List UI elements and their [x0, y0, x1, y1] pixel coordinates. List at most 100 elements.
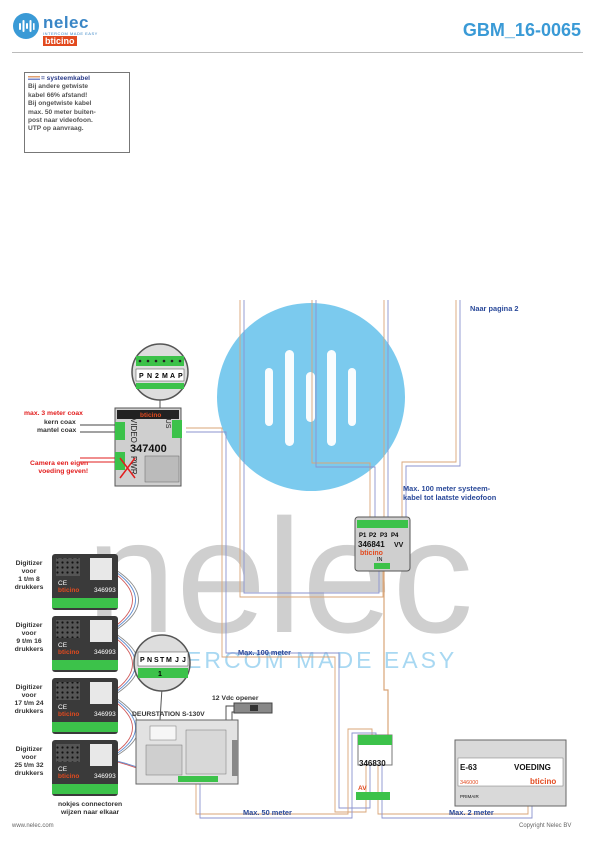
logo-brand: bticino — [43, 36, 77, 46]
digitizer-label-line: voor — [21, 630, 37, 637]
interface-zoom-terminal-label: 2 — [155, 373, 159, 380]
digitizer-label-line: voor — [21, 692, 37, 699]
digitizer-label-line: Digitizer — [15, 746, 43, 753]
cable-note-line: Bij ongetwiste kabel — [28, 100, 92, 108]
door-zoom-terminal-label: J — [175, 657, 179, 664]
cable-note-title: = systeemkabel — [41, 75, 90, 82]
interface-zoom-terminal-label: M — [162, 373, 168, 380]
digitizer-label-line: drukkers — [14, 646, 44, 653]
digitizer-label-line: Digitizer — [15, 622, 43, 629]
digitizer-module: 346993 bticino CE — [52, 740, 118, 796]
system-cable-length-label: Max. 100 meter systeem- kabel tot laatst… — [403, 484, 496, 502]
cable-note-line: post naar videofoon. — [28, 117, 93, 125]
digitizer-label-line: Digitizer — [15, 684, 43, 691]
distributor-vv: VV — [394, 542, 404, 549]
distributor-port: P4 — [391, 533, 399, 539]
watermark-tagline: INTERCOM MADE EASY — [140, 647, 457, 673]
digitizer-module: 346993 bticino CE — [52, 678, 118, 734]
camera-power-line: Camera een eigen — [30, 460, 89, 467]
cable-note: = systeemkabel Bij andere getwiste kabel… — [24, 72, 130, 153]
door-zoom-terminal-label: N — [147, 657, 152, 664]
digitizer-label-line: 25 t/m 32 — [14, 762, 44, 769]
digitizer-module: 346993 bticino CE — [52, 554, 118, 610]
max-100-label: Max. 100 meter — [238, 648, 291, 657]
door-zoom-terminal-label: P — [140, 657, 145, 664]
interface-brand: bticino — [140, 412, 161, 419]
max-2-label: Max. 2 meter — [449, 808, 494, 817]
digitizer-label-line: drukkers — [14, 584, 44, 591]
distributor-port: P1 — [359, 533, 367, 539]
distributor-in: IN — [377, 557, 383, 563]
digitizer-module: 346993 bticino CE — [52, 616, 118, 672]
system-cable-length-line: Max. 100 meter systeem- — [403, 484, 491, 493]
distributor-port: P3 — [380, 533, 388, 539]
camera-power-line: voeding geven! — [38, 468, 89, 475]
power-supply-e63: E-63 VOEDING 346000 bticino PRIMAIR — [454, 739, 567, 807]
distributor-code: 346841 — [358, 540, 385, 549]
max-50-label: Max. 50 meter — [243, 808, 292, 817]
distributor-346841: P1 P2 P3 P4 346841 VV bticino IN — [354, 516, 411, 572]
digitizer-brand: bticino — [58, 773, 79, 780]
digitizer-label-line: voor — [21, 568, 37, 575]
supply-code: E-63 — [460, 763, 477, 772]
connector-note: nokjes connectoren wijzen naar elkaar — [58, 801, 122, 817]
digitizer-label-line: drukkers — [14, 708, 44, 715]
digitizer-brand: bticino — [58, 649, 79, 656]
interface-video-label: VIDEO — [129, 418, 138, 443]
document-code: GBM_16-0065 — [462, 20, 581, 40]
digitizer-ce: CE — [58, 642, 68, 649]
watermark-bars-icon — [265, 350, 356, 446]
footer-copyright: Copyright Nelec BV — [519, 823, 572, 829]
shield-coax-label: mantel coax — [37, 427, 77, 434]
supply-article: 346000 — [460, 780, 478, 786]
system-cable-length-line: kabel tot laatste videofoon — [403, 493, 497, 502]
digitizer-label: Digitizer voor 1 t/m 8 drukkers — [10, 560, 48, 592]
door-station-s130v — [135, 719, 239, 785]
door-station-label: DEURSTATION S-130V — [132, 711, 205, 718]
digitizer-ce: CE — [58, 580, 68, 587]
system-cable-swatch-icon — [28, 76, 40, 81]
cable-note-line: Bij andere getwiste — [28, 83, 89, 91]
digitizer-label: Digitizer voor 17 t/m 24 drukkers — [10, 684, 48, 716]
interface-zoom-terminal-label: A — [170, 373, 175, 380]
power-module-346830: 346830 AV — [356, 734, 393, 800]
interface-code: 347400 — [130, 443, 167, 455]
digitizer-brand: bticino — [58, 711, 79, 718]
opener-label: 12 Vdc opener — [212, 695, 259, 702]
door-zoom-terminal-label: T — [160, 657, 165, 664]
camera-power-label: Camera een eigen voeding geven! — [30, 460, 88, 476]
door-terminal-zoom: P N S T M J J 1 — [133, 634, 191, 721]
digitizer-label-line: 17 t/m 24 — [14, 700, 44, 707]
digitizer-label: Digitizer voor 25 t/m 32 drukkers — [10, 746, 48, 778]
connector-note-line: nokjes connectoren — [58, 801, 123, 808]
digitizer-label-line: drukkers — [14, 770, 44, 777]
digitizer-code: 346993 — [94, 711, 116, 718]
cable-note-line: UTP op aanvraag. — [28, 125, 84, 133]
door-zoom-terminal-number: 1 — [158, 671, 162, 678]
interface-bus-label: BUS — [164, 414, 171, 429]
interface-terminal-zoom: P N 2 M A P — [131, 343, 189, 408]
interface-zoom-terminal-label: P — [139, 373, 144, 380]
header-divider — [12, 52, 583, 53]
distributor-port: P2 — [369, 533, 377, 539]
digitizer-code: 346993 — [94, 773, 116, 780]
digitizer-modules: 346993 bticino CE 346993 bticino CE 3469… — [52, 554, 118, 796]
digitizer-label-line: 1 t/m 8 — [18, 576, 40, 583]
interface-zoom-terminal-label: P — [178, 373, 183, 380]
digitizer-ce: CE — [58, 766, 68, 773]
core-coax-label: kern coax — [44, 419, 76, 426]
max-coax-label: max. 3 meter coax — [24, 410, 83, 417]
connector-note-line: wijzen naar elkaar — [61, 809, 120, 816]
digitizer-label-line: 9 t/m 16 — [16, 638, 42, 645]
supply-name: VOEDING — [514, 763, 551, 772]
next-page-label: Naar pagina 2 — [470, 304, 519, 313]
supply-brand: bticino — [530, 777, 556, 786]
digitizer-code: 346993 — [94, 649, 116, 656]
cable-note-line: max. 50 meter buiten- — [28, 108, 96, 116]
logo-tagline: INTERCOM MADE EASY — [43, 31, 98, 36]
digitizer-label-line: voor — [21, 754, 37, 761]
power-module-av: AV — [358, 785, 367, 792]
interface-pwr-label: PWR — [129, 456, 138, 475]
power-module-code: 346830 — [359, 759, 386, 768]
